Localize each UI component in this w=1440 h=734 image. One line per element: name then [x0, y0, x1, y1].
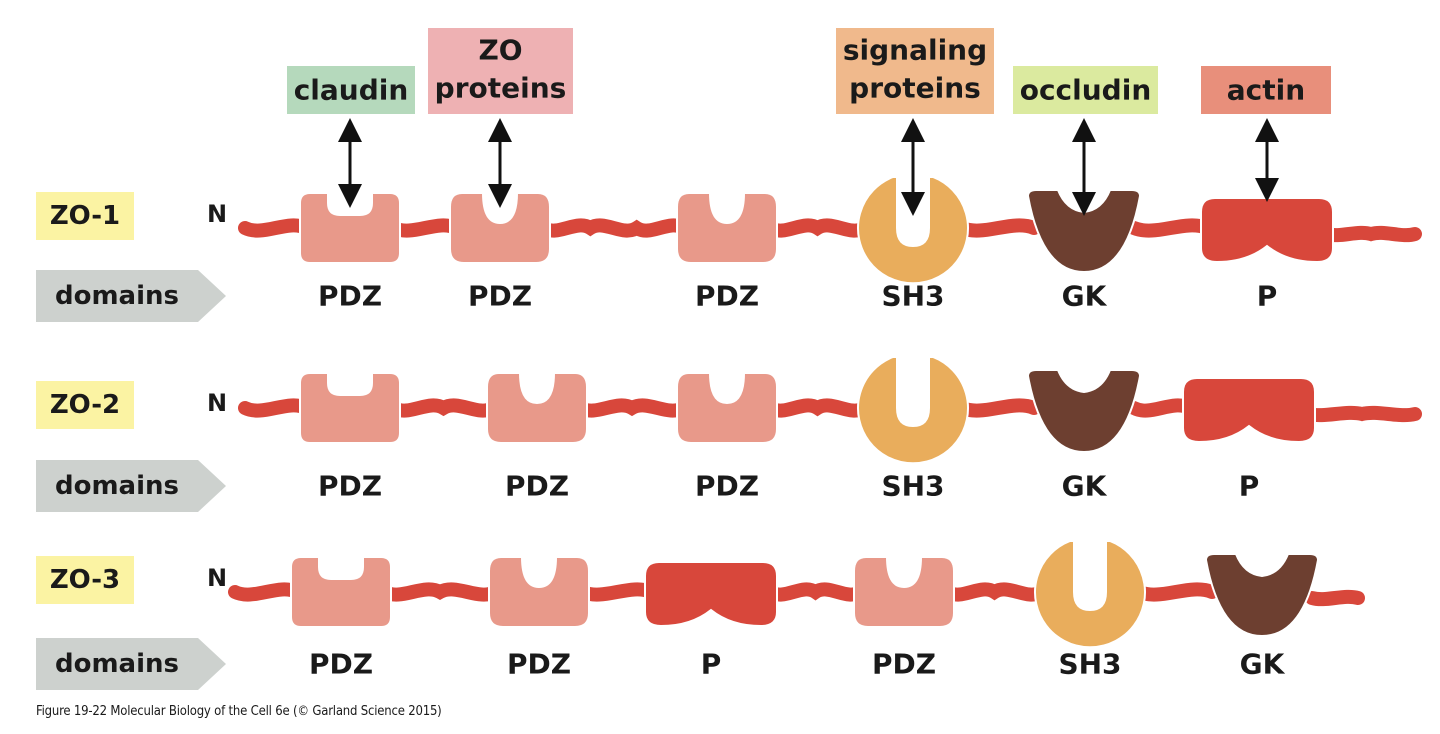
domain-label: PDZ [309, 648, 373, 681]
gk-domain [1026, 189, 1142, 274]
pdz-domain [299, 372, 401, 444]
binding-partner-label: actin [1227, 74, 1305, 107]
domains-tag-label: domains [55, 649, 179, 679]
binding-partner-signaling-proteins: signaling proteins [836, 28, 994, 216]
sh3-domain [857, 356, 969, 465]
polypeptide-chain [228, 582, 304, 602]
domains-tag-label: domains [55, 471, 179, 501]
polypeptide-chain [764, 398, 871, 418]
domains-arrow-tag [36, 460, 226, 512]
binding-partner-box [428, 28, 573, 114]
figure-caption: Figure 19-22 Molecular Biology of the Ce… [36, 704, 442, 719]
polypeptide-chain [1132, 582, 1219, 602]
polypeptide-chain [537, 218, 690, 238]
domain-label: P [701, 648, 722, 681]
protein-name: ZO-2 [50, 390, 120, 420]
sh3-domain [1034, 540, 1146, 649]
pdz-domain [486, 372, 588, 444]
polypeptide-chain [1320, 225, 1422, 243]
n-terminus-label: N [207, 564, 227, 592]
sh3-domain [857, 176, 969, 285]
polypeptide-chain [238, 398, 313, 418]
n-terminus-label: N [207, 389, 227, 417]
polypeptide-chain [955, 218, 1041, 238]
polypeptide-chain [955, 398, 1041, 418]
protein-name-tag [36, 192, 134, 240]
binding-partner-box [1013, 66, 1158, 114]
p-domain [644, 561, 778, 628]
pdz-domain [676, 192, 778, 264]
protein-name-tag [36, 381, 134, 429]
domains-arrow-tag [36, 270, 226, 322]
polypeptide-chain [764, 218, 871, 238]
polypeptide-chain [387, 218, 463, 238]
domain-label: PDZ [872, 648, 936, 681]
binding-partner-label: proteins [849, 72, 981, 105]
polypeptide-chain [941, 582, 1048, 602]
domain-label: PDZ [318, 280, 382, 313]
binding-partner-label: occludin [1020, 74, 1152, 107]
domain-label: PDZ [507, 648, 571, 681]
pdz-domain [488, 556, 590, 628]
binding-partner-actin: actin [1201, 66, 1331, 202]
binding-partner-box [836, 28, 994, 114]
protein-name-tag [36, 556, 134, 604]
protein-name: ZO-1 [50, 201, 120, 231]
pdz-domain [676, 372, 778, 444]
pdz-domain [299, 192, 401, 264]
pdz-domain [449, 192, 551, 264]
domain-label: SH3 [1058, 648, 1121, 681]
binding-partner-occludin: occludin [1013, 66, 1158, 216]
polypeptide-chain [1302, 405, 1422, 423]
polypeptide-chain [238, 218, 313, 238]
domains-tag-label: domains [55, 281, 179, 311]
domain-label: PDZ [695, 470, 759, 503]
polypeptide-chain [576, 582, 658, 602]
binding-partner-zo-proteins: ZO proteins [428, 28, 573, 208]
p-domain [1182, 377, 1316, 444]
polypeptide-chain [387, 398, 500, 418]
polypeptide-chain [574, 398, 690, 418]
polypeptide-chain [1305, 589, 1365, 607]
polypeptide-chain [764, 582, 867, 602]
polypeptide-chain [1127, 398, 1196, 418]
binding-partner-claudin: claudin [287, 66, 415, 208]
domain-label: PDZ [318, 470, 382, 503]
polypeptide-chain [1127, 218, 1214, 238]
binding-partner-box [287, 66, 415, 114]
protein-row-zo-3: ZO-3 N PDZ PDZ P PDZ SH3 GK domains [36, 540, 1365, 690]
domain-label: P [1257, 280, 1278, 313]
domain-label: GK [1062, 280, 1108, 313]
domain-label: SH3 [881, 470, 944, 503]
gk-domain [1026, 369, 1142, 454]
binding-partner-label: ZO [478, 34, 522, 67]
p-domain [1200, 197, 1334, 264]
domain-label: SH3 [881, 280, 944, 313]
domain-label: PDZ [468, 280, 532, 313]
domains-arrow-tag [36, 638, 226, 690]
protein-name: ZO-3 [50, 565, 120, 595]
domain-label: GK [1062, 470, 1108, 503]
polypeptide-chain [378, 582, 502, 602]
gk-domain [1204, 553, 1320, 638]
binding-partner-label: claudin [294, 74, 409, 107]
domain-label: P [1239, 470, 1260, 503]
domain-label: GK [1240, 648, 1286, 681]
pdz-domain [290, 556, 392, 628]
n-terminus-label: N [207, 200, 227, 228]
binding-partner-label: proteins [435, 72, 567, 105]
domain-label: PDZ [505, 470, 569, 503]
binding-partner-box [1201, 66, 1331, 114]
domain-label: PDZ [695, 280, 759, 313]
binding-partner-label: signaling [843, 34, 987, 67]
pdz-domain [853, 556, 955, 628]
